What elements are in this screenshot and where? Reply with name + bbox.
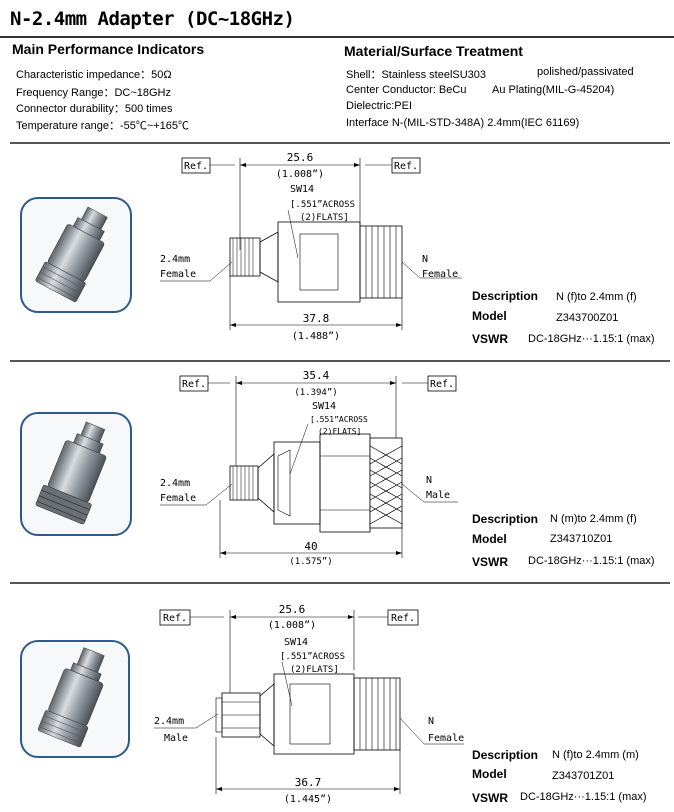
spec-impedance: Characteristic impedance：50Ω: [16, 69, 172, 81]
sw-label: SW14: [312, 401, 336, 412]
top-dimension-inch: (1.008”): [268, 620, 316, 631]
top-dimension-inch: (1.008”): [276, 169, 324, 180]
sw-label: SW14: [284, 637, 308, 648]
left-size-label: 2.4mm: [160, 254, 190, 265]
description-value: N (f)to 2.4mm (f): [556, 291, 637, 303]
left-size-label: 2.4mm: [154, 716, 184, 727]
material-dielectric: Dielectric:PEI: [346, 100, 413, 112]
flats-label: (2)FLATS]: [318, 427, 361, 436]
section-divider: [10, 360, 670, 362]
page-title: N-2.4mm Adapter (DC~18GHz): [10, 8, 295, 30]
ref-label-right: Ref.: [394, 161, 418, 172]
across-label: [.551”ACROSS: [280, 652, 345, 662]
spec-frequency: Frequency Range：DC~18GHz: [16, 87, 171, 99]
material-shell-finish: polished/passivated: [537, 66, 634, 78]
description-label: Description: [472, 512, 539, 526]
bottom-dimension: 36.7: [295, 776, 322, 789]
material-center-finish: Au Plating(MIL-G-45204): [492, 84, 615, 96]
technical-drawing: Ref. Ref. 35.4 (1.394”) SW14 [.551”ACROS…: [140, 366, 470, 578]
right-gender-label: Female: [422, 269, 458, 280]
left-size-label: 2.4mm: [160, 478, 190, 489]
section-divider: [10, 582, 670, 584]
flats-label: (2)FLATS]: [290, 665, 339, 675]
technical-drawing: Ref. Ref. 25.6 (1.008”) SW14 [.551”ACROS…: [140, 598, 470, 810]
vswr-label: VSWR: [472, 791, 508, 805]
ref-label-left: Ref.: [163, 613, 187, 624]
vswr-label: VSWR: [472, 555, 508, 569]
ref-label-right: Ref.: [430, 379, 454, 390]
left-gender-label: Male: [164, 733, 188, 744]
vswr-value: DC-18GHz···1.15:1 (max): [520, 791, 647, 803]
bottom-dimension-inch: (1.445”): [284, 794, 332, 805]
across-label: [.551”ACROSS: [290, 200, 355, 210]
bottom-dimension: 37.8: [303, 312, 330, 325]
flats-label: (2)FLATS]: [300, 213, 349, 223]
description-value: N (f)to 2.4mm (m): [552, 749, 639, 761]
ref-label-left: Ref.: [184, 161, 208, 172]
left-gender-label: Female: [160, 269, 196, 280]
vswr-label: VSWR: [472, 332, 508, 346]
left-gender-label: Female: [160, 493, 196, 504]
material-shell: Shell：Stainless steelSU303: [346, 69, 487, 81]
spec-temperature: Temperature range：-55℃~+165℃: [16, 120, 190, 132]
product-photo: [20, 640, 130, 758]
bottom-dimension-inch: (1.575”): [289, 557, 332, 567]
technical-drawing: Ref. Ref. 25.6 (1.008”) SW14 [.551”ACROS…: [140, 150, 470, 360]
bottom-dimension: 40: [304, 540, 317, 553]
right-gender-label: Male: [426, 490, 450, 501]
description-value: N (m)to 2.4mm (f): [550, 513, 637, 525]
model-label: Model: [472, 767, 507, 781]
model-label: Model: [472, 309, 507, 323]
vswr-value: DC-18GHz···1.15:1 (max): [528, 555, 655, 567]
model-value: Z343710Z01: [550, 533, 613, 545]
model-value: Z343701Z01: [552, 770, 615, 782]
material-interface: Interface N-(MIL-STD-348A) 2.4mm(IEC 611…: [346, 117, 580, 129]
right-size-label: N: [426, 475, 432, 486]
spec-durability: Connector durability：500 times: [16, 103, 173, 115]
right-gender-label: Female: [428, 733, 464, 744]
ref-label-right: Ref.: [391, 613, 415, 624]
product-photo: [20, 197, 132, 313]
right-size-label: N: [428, 716, 434, 727]
top-dimension: 25.6: [287, 151, 314, 164]
bottom-dimension-inch: (1.488”): [292, 331, 340, 342]
product-photo: [20, 412, 132, 536]
description-label: Description: [472, 289, 539, 303]
vswr-value: DC-18GHz···1.15:1 (max): [528, 333, 655, 345]
top-dimension: 25.6: [279, 603, 306, 616]
performance-heading: Main Performance Indicators: [12, 41, 205, 57]
right-size-label: N: [422, 254, 428, 265]
sw-label: SW14: [290, 184, 314, 195]
ref-label-left: Ref.: [182, 379, 206, 390]
model-label: Model: [472, 532, 507, 546]
top-dimension-inch: (1.394”): [294, 388, 337, 398]
section-divider: [10, 142, 670, 144]
across-label: [.551”ACROSS: [310, 415, 368, 424]
material-center: Center Conductor: BeCu: [346, 84, 467, 96]
model-value: Z343700Z01: [556, 312, 619, 324]
top-dimension: 35.4: [303, 369, 330, 382]
material-heading: Material/Surface Treatment: [344, 43, 523, 59]
description-label: Description: [472, 748, 539, 762]
title-rule: [0, 36, 674, 38]
